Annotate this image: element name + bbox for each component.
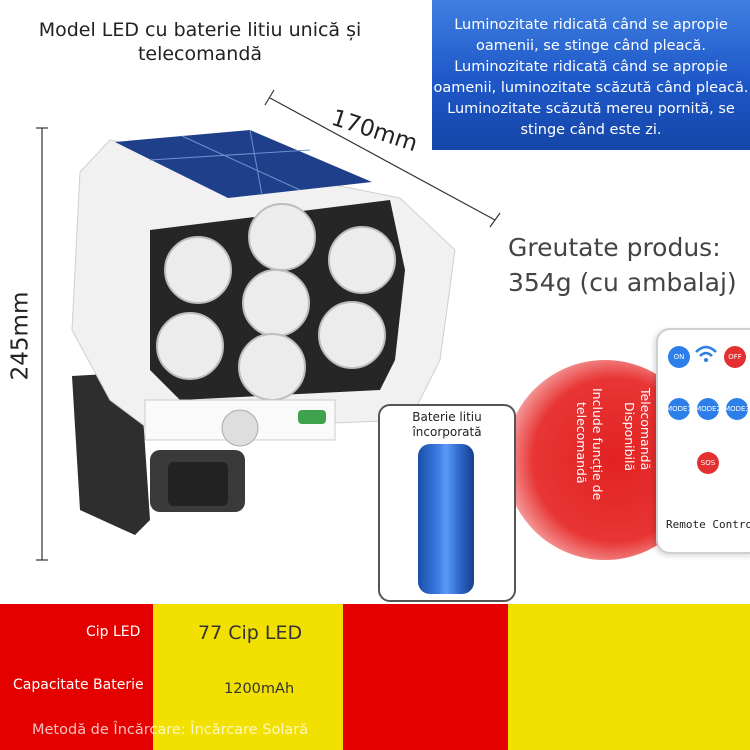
remote-feature-line: telecomandă bbox=[574, 402, 589, 484]
led-cluster bbox=[328, 226, 396, 294]
sos-button: SOS bbox=[697, 452, 719, 474]
off-button: OFF bbox=[724, 346, 746, 368]
on-button: ON bbox=[668, 346, 690, 368]
remote-feature-line: Include funcție de bbox=[590, 388, 605, 501]
height-dimension: 245mm bbox=[7, 291, 34, 381]
battery-card: Baterie litiu încorporată bbox=[378, 404, 516, 602]
mode2-button: MODE2 bbox=[695, 398, 721, 420]
capacity-value: 1200mAh bbox=[224, 681, 295, 697]
specs-band: Cip LED 77 Cip LED Capacitate Baterie 12… bbox=[0, 604, 750, 750]
capacity-label: Capacitate Baterie bbox=[13, 677, 144, 693]
width-dimension-line bbox=[269, 97, 496, 221]
led-cluster bbox=[248, 203, 316, 271]
led-cluster bbox=[164, 236, 232, 304]
yellow-stripe bbox=[508, 604, 750, 750]
product-illustration bbox=[36, 89, 501, 561]
mode3-button: MODE3 bbox=[724, 398, 750, 420]
chip-value: 77 Cip LED bbox=[198, 622, 303, 644]
led-cluster bbox=[242, 269, 310, 337]
battery-label: Baterie litiu încorporată bbox=[412, 410, 482, 439]
led-cluster bbox=[156, 312, 224, 380]
mode1-button: MODE1 bbox=[666, 398, 692, 420]
modes-description: Luminozitate ridicată când se apropie oa… bbox=[432, 0, 750, 150]
led-cluster bbox=[238, 333, 306, 401]
red-stripe bbox=[343, 604, 508, 750]
motion-sensor bbox=[221, 409, 259, 447]
chip-label: Cip LED bbox=[86, 624, 141, 640]
red-stripe bbox=[0, 604, 153, 750]
status-light bbox=[298, 410, 326, 424]
yellow-stripe bbox=[153, 604, 343, 750]
product-title: Model LED cu baterie litiu unică și tele… bbox=[38, 19, 362, 65]
remote-feature-text: Telecomandă Disponibilă Include funcție … bbox=[560, 388, 680, 538]
remote-label: Remote Control bbox=[666, 518, 750, 531]
charging-method: Metodă de Încărcare: Încărcare Solară bbox=[32, 722, 309, 738]
wifi-icon bbox=[695, 345, 717, 362]
battery-cell-icon bbox=[418, 444, 474, 594]
product-weight: Greutate produs: 354g (cu ambalaj) bbox=[508, 233, 737, 297]
remote-feature-line: Telecomandă bbox=[638, 388, 653, 471]
led-cluster bbox=[318, 301, 386, 369]
remote-feature-line: Disponibilă bbox=[622, 402, 637, 472]
remote-control: ON OFF MODE1 MODE2 MODE3 SOS Remote Cont… bbox=[656, 328, 750, 554]
